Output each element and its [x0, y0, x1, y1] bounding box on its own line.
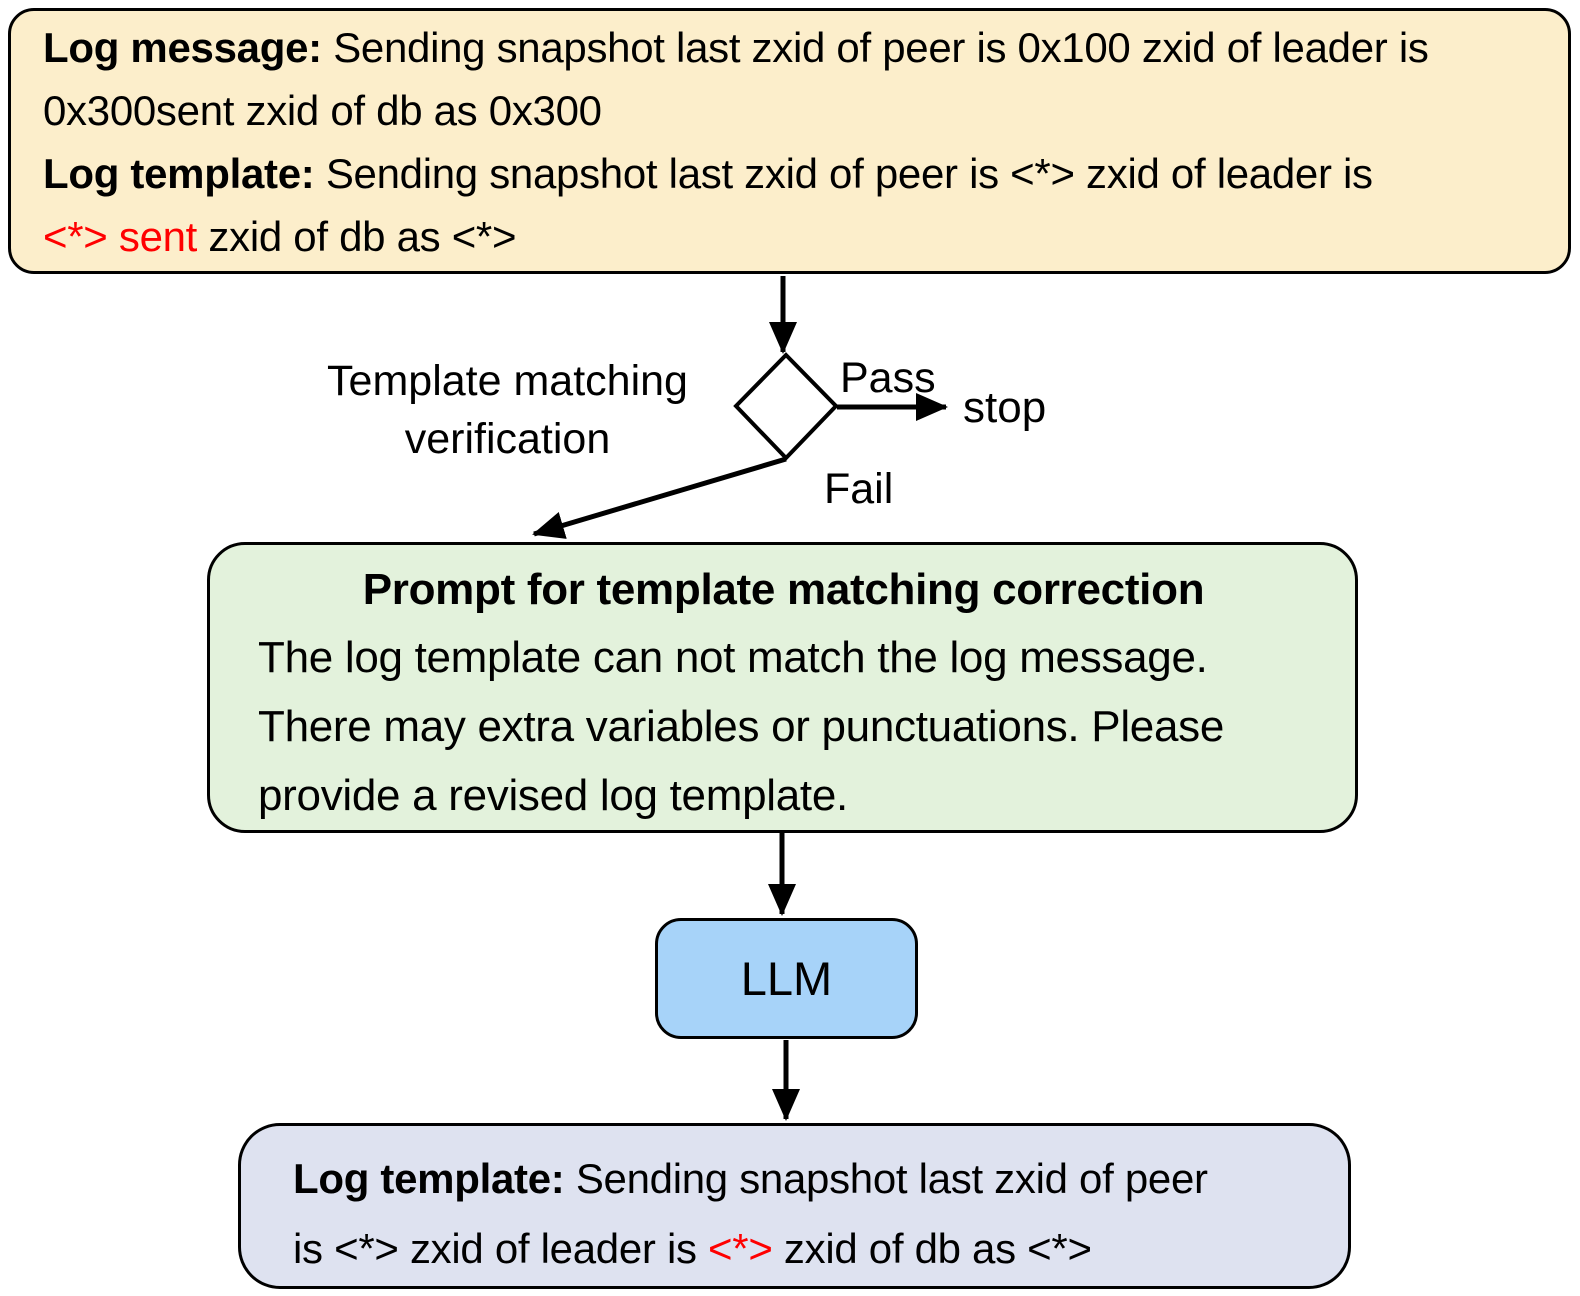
log-input-box: Log message: Sending snapshot last zxid …: [8, 8, 1571, 274]
log-message-line1: Log message: Sending snapshot last zxid …: [43, 24, 1429, 71]
log-message-line2: 0x300sent zxid of db as 0x300: [43, 87, 602, 134]
output-template-label: Log template:: [293, 1155, 565, 1202]
log-template-line1: Log template: Sending snapshot last zxid…: [43, 150, 1373, 197]
stop-terminal-label: stop: [963, 383, 1047, 432]
arrow-decision-to-prompt: [532, 456, 787, 539]
revised-template-box: Log template: Sending snapshot last zxid…: [238, 1123, 1351, 1289]
output-line2: is <*> zxid of leader is <*> zxid of db …: [293, 1225, 1092, 1272]
log-template-label: Log template:: [43, 150, 315, 197]
llm-label: LLM: [740, 952, 833, 1005]
pass-branch-label: Pass: [840, 354, 936, 402]
prompt-body-line: There may extra variables or punctuation…: [258, 702, 1225, 751]
highlighted-token: <*>: [708, 1225, 773, 1272]
log-template-line2: <*> sent zxid of db as <*>: [43, 213, 517, 260]
prompt-body-line: provide a revised log template.: [258, 771, 848, 820]
fail-branch-label: Fail: [824, 465, 894, 513]
decision-diamond: [733, 352, 839, 461]
prompt-correction-box: Prompt for template matching correction …: [207, 542, 1358, 833]
highlighted-token: <*> sent: [43, 213, 198, 260]
log-message-label: Log message:: [43, 24, 322, 71]
output-line1: Log template: Sending snapshot last zxid…: [293, 1155, 1208, 1202]
decision-label: Template matching verification: [327, 357, 688, 463]
prompt-title: Prompt for template matching correction: [362, 565, 1205, 614]
llm-node: LLM: [655, 918, 918, 1039]
prompt-body-line: The log template can not match the log m…: [258, 633, 1208, 682]
